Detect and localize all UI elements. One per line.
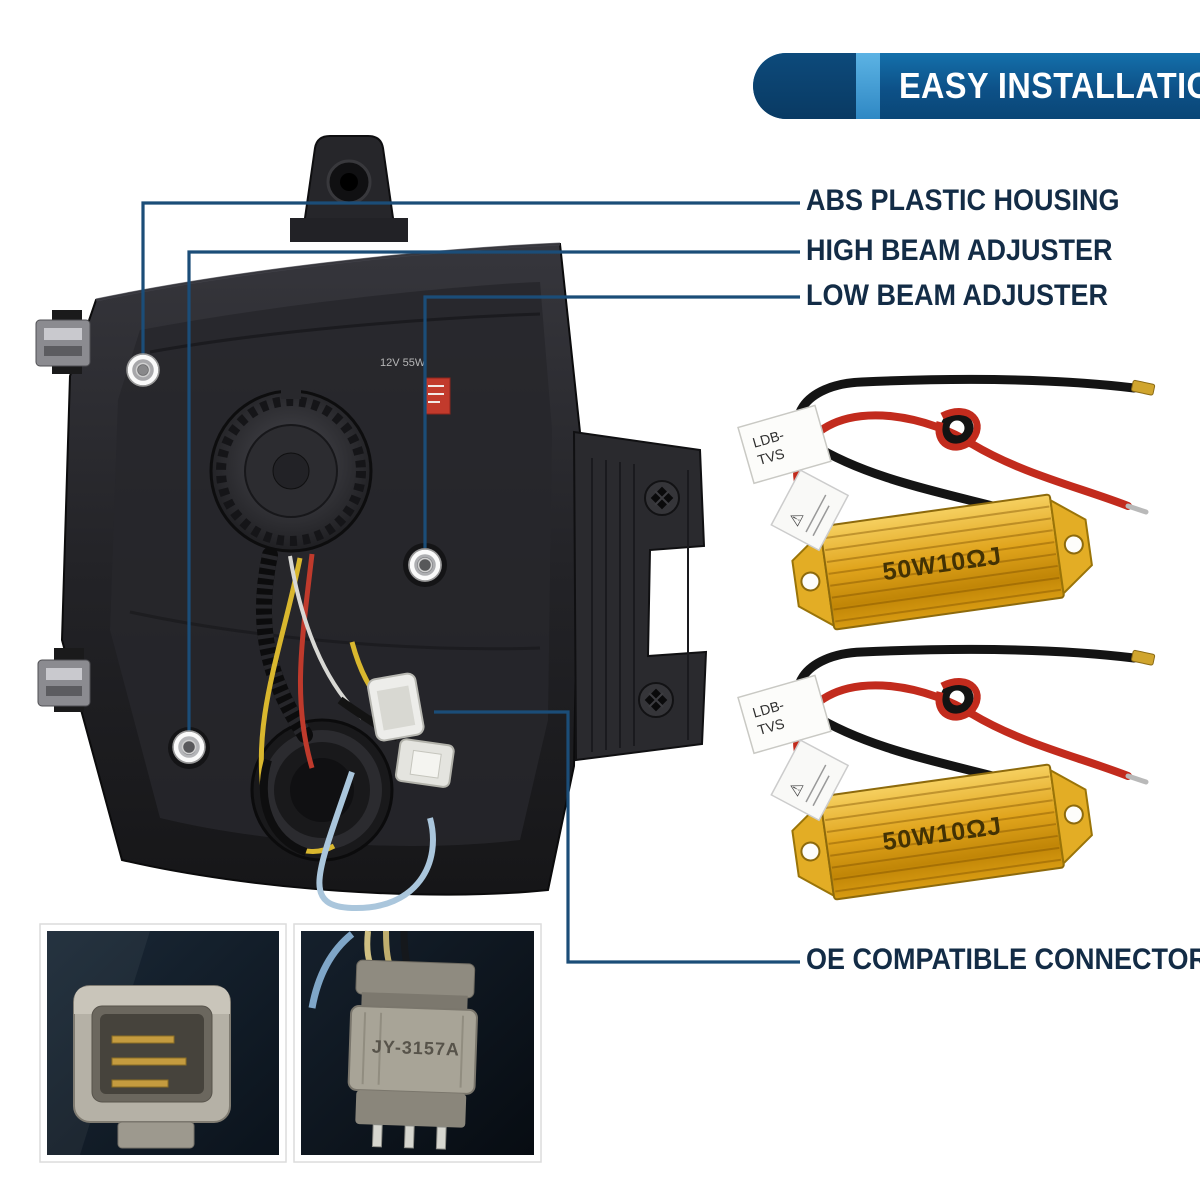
clip-body <box>35 319 91 367</box>
cap-tab <box>281 383 301 399</box>
wire-black-loop <box>259 758 308 856</box>
resistor-assembly-2 <box>738 650 1155 905</box>
inset-connector-closeup-2: JY-3157A <box>293 923 542 1163</box>
housing-top-highlight <box>95 242 561 302</box>
banner-stripe <box>856 53 880 119</box>
housing-rib <box>149 312 541 354</box>
socket-pin-2 <box>403 1125 415 1149</box>
brass-pin-2 <box>111 1057 187 1066</box>
socket-cap <box>355 959 476 999</box>
connector-part-number: JY-3157A <box>372 1037 461 1060</box>
right-mount-extension <box>572 430 708 762</box>
socket-ribs <box>361 1012 465 1088</box>
bracket-hole-center <box>340 173 358 191</box>
callout-label-low-beam-adjuster: LOW BEAM ADJUSTER <box>806 279 1109 312</box>
plug-cavity-deep <box>100 1014 204 1094</box>
socket-base <box>355 1090 467 1128</box>
wire-light-blue <box>316 771 436 912</box>
socket-ring <box>262 730 382 850</box>
wire-red <box>297 553 315 769</box>
clip-body <box>37 659 91 707</box>
cap-ridges <box>216 396 366 546</box>
socket-3157-connector: JY-3157A <box>347 959 478 1150</box>
sticker-text-lines <box>428 385 444 403</box>
inset-connector-closeup-1 <box>39 923 287 1163</box>
extension-ribs <box>591 458 689 752</box>
high-beam-cap <box>209 383 373 553</box>
warning-sticker <box>423 377 451 415</box>
bulb-connector-3157 <box>367 672 425 742</box>
bulb-connector-lower <box>394 738 455 788</box>
target-ring-low-beam <box>408 548 442 582</box>
wire-blue <box>308 931 355 1009</box>
mount-boss-bottom-cross <box>648 692 664 708</box>
callout-rings <box>126 353 442 764</box>
callout-line-high-beam <box>187 250 800 731</box>
wiring-harness <box>255 547 436 912</box>
clip-highlight <box>44 328 82 340</box>
brass-pin-3 <box>111 1079 169 1088</box>
plug-tab <box>117 1121 195 1149</box>
low-beam-socket <box>250 718 394 862</box>
resistor-assembly-1 <box>738 380 1155 635</box>
target-ring-abs <box>126 353 160 387</box>
oe-plug-connector <box>73 985 231 1149</box>
socket-pin-1 <box>371 1124 383 1148</box>
callout-label-abs-plastic-housing: ABS PLASTIC HOUSING <box>806 184 1120 217</box>
housing-marking: 12V 55W <box>380 357 426 369</box>
callout-label-oe-connectors: OE COMPATIBLE CONNECTORS <box>806 943 1200 976</box>
clip-slot <box>46 686 82 696</box>
bracket-base <box>290 218 408 242</box>
banner-left-cap <box>753 53 856 119</box>
banner-title: EASY INSTALLATION <box>899 65 1200 106</box>
socket-pin-3 <box>435 1126 447 1150</box>
easy-installation-banner: EASY INSTALLATION <box>753 53 1200 119</box>
callout-line-low-beam <box>423 295 800 548</box>
target-ring-high-beam <box>172 730 206 764</box>
metal-clip-top <box>35 310 91 374</box>
housing-inner-panel <box>110 282 552 846</box>
metal-clip-bottom <box>37 648 91 712</box>
callout-line-oe <box>434 710 800 964</box>
mount-boss-top-cross <box>654 490 670 506</box>
brass-pin-1 <box>111 1035 175 1044</box>
cap-center <box>272 452 310 490</box>
callout-line-abs <box>141 201 800 356</box>
clip-highlight <box>46 668 82 680</box>
clip-slot <box>44 346 82 356</box>
callout-lines <box>141 201 800 964</box>
callout-label-high-beam-adjuster: HIGH BEAM ADJUSTER <box>806 234 1113 267</box>
housing-rib-2 <box>129 610 541 651</box>
corrugated-tube <box>255 547 313 743</box>
